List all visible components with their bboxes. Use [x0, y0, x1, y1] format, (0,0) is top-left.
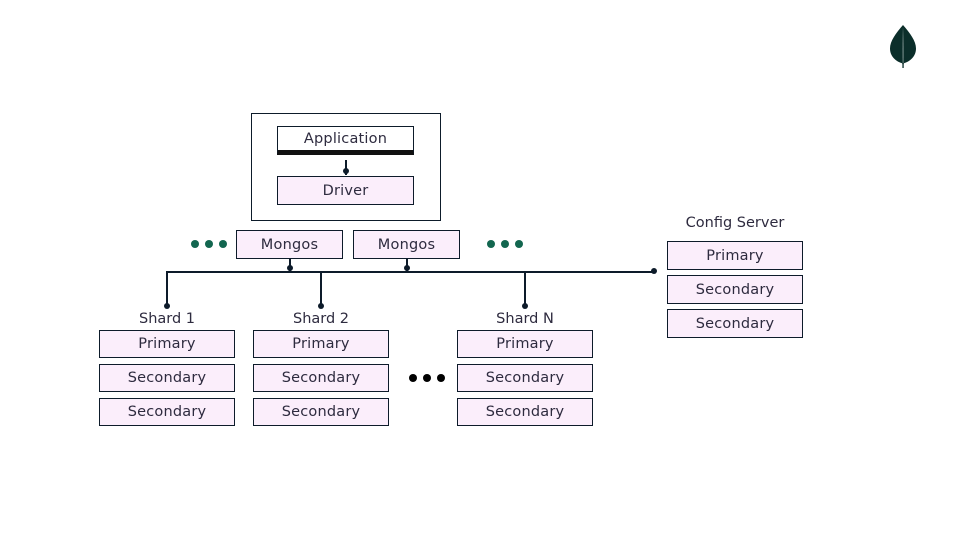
config-server-secondary-1-label: Secondary: [695, 281, 775, 298]
shard-n-secondary-1[interactable]: Secondary: [457, 364, 593, 392]
connector-dot-driver: [342, 168, 349, 174]
shard-n-primary[interactable]: Primary: [457, 330, 593, 358]
connector-dot-mongos-1: [286, 265, 293, 271]
mongos-router-2[interactable]: Mongos: [353, 230, 460, 259]
shard-2-secondary-1-label: Secondary: [281, 370, 361, 386]
connector-dot-shard-2: [317, 303, 324, 309]
shard-2-primary-label: Primary: [292, 336, 350, 352]
shard-1-secondary-1-label: Secondary: [127, 370, 207, 386]
mongodb-leaf-icon: [886, 24, 920, 68]
shard-n-secondary-2[interactable]: Secondary: [457, 398, 593, 426]
config-server-primary-label: Primary: [706, 247, 764, 264]
shard-2-caption: Shard 2: [292, 311, 350, 327]
shard-1-secondary-2[interactable]: Secondary: [99, 398, 235, 426]
connector-application-to-driver: [345, 160, 347, 175]
shard-2-primary[interactable]: Primary: [253, 330, 389, 358]
mongos-router-2-label: Mongos: [377, 236, 436, 253]
shard-1-secondary-2-label: Secondary: [127, 404, 207, 420]
connector-dot-config-server: [651, 268, 657, 274]
config-server-secondary-1[interactable]: Secondary: [667, 275, 803, 304]
shard-ellipsis: [409, 374, 445, 382]
mongos-router-1[interactable]: Mongos: [236, 230, 343, 259]
config-server-secondary-2[interactable]: Secondary: [667, 309, 803, 338]
shard-2-secondary-2[interactable]: Secondary: [253, 398, 389, 426]
config-server-secondary-2-label: Secondary: [695, 315, 775, 332]
connector-bus-to-shard-2: [320, 271, 322, 307]
shard-1-primary[interactable]: Primary: [99, 330, 235, 358]
shard-2-secondary-2-label: Secondary: [281, 404, 361, 420]
application-label: Application: [303, 130, 388, 147]
router-ellipsis-left: [191, 240, 227, 248]
shard-1-primary-label: Primary: [138, 336, 196, 352]
shard-n-caption: Shard N: [496, 311, 554, 327]
application-box[interactable]: Application: [277, 126, 414, 155]
driver-label: Driver: [322, 182, 369, 199]
connector-bus-to-shard-1: [166, 271, 168, 307]
connector-dot-shard-n: [521, 303, 528, 309]
config-server-caption: Config Server: [685, 215, 785, 231]
shard-n-secondary-1-label: Secondary: [485, 370, 565, 386]
mongos-router-1-label: Mongos: [260, 236, 319, 253]
cluster-bus-line: [166, 271, 656, 273]
shard-n-primary-label: Primary: [496, 336, 554, 352]
shard-1-caption: Shard 1: [138, 311, 196, 327]
shard-2-secondary-1[interactable]: Secondary: [253, 364, 389, 392]
config-server-primary[interactable]: Primary: [667, 241, 803, 270]
router-ellipsis-right: [487, 240, 523, 248]
shard-1-secondary-1[interactable]: Secondary: [99, 364, 235, 392]
connector-bus-to-shard-n: [524, 271, 526, 307]
shard-n-secondary-2-label: Secondary: [485, 404, 565, 420]
driver-box[interactable]: Driver: [277, 176, 414, 205]
connector-dot-shard-1: [163, 303, 170, 309]
connector-dot-mongos-2: [403, 265, 410, 271]
